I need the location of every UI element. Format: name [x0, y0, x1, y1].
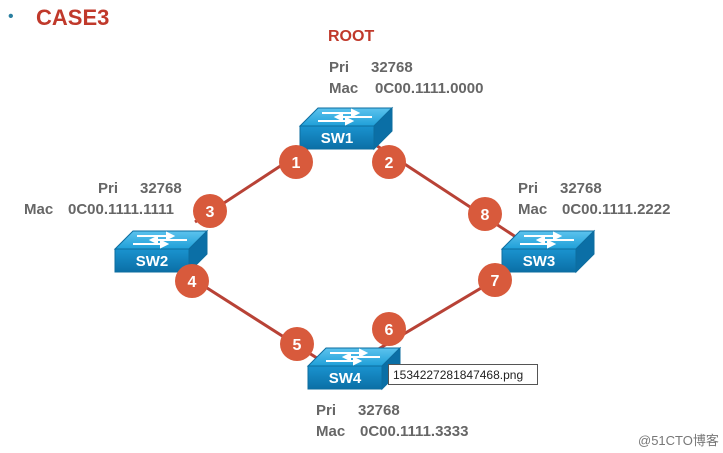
sw4-pri-key: Pri: [316, 402, 337, 419]
sw3-mac-value: 0C00.1111.2222: [562, 201, 671, 218]
sw1-info: Pri 32768 Mac 0C00.1111.0000: [329, 57, 483, 99]
sw4-pri-value: 32768: [358, 402, 400, 419]
port-3-label: 3: [206, 204, 215, 221]
bullet-icon: •: [8, 8, 14, 25]
port-1-marker: 1: [279, 145, 313, 179]
sw1-pri-key: Pri: [329, 59, 350, 76]
sw4-label: SW4: [329, 370, 362, 387]
port-4-label: 4: [188, 274, 197, 291]
sw3-mac-key: Mac: [518, 201, 548, 218]
port-8-label: 8: [481, 207, 490, 224]
switch-sw4-icon[interactable]: SW4: [306, 346, 402, 391]
slide-title: CASE3: [36, 5, 110, 30]
port-4-marker: 4: [175, 264, 209, 298]
sw4-mac-value: 0C00.1111.3333: [360, 423, 469, 440]
port-6-label: 6: [385, 322, 394, 339]
sw2-pri-value: 32768: [140, 180, 182, 197]
sw2-info: Pri 32768 Mac 0C00.1111.1111: [24, 178, 182, 220]
sw1-mac-value: 0C00.1111.0000: [375, 80, 484, 97]
port-7-marker: 7: [478, 263, 512, 297]
sw4-info: Pri 32768 Mac 0C00.1111.3333: [316, 400, 468, 442]
port-1-label: 1: [292, 155, 301, 172]
sw1-label: SW1: [321, 130, 354, 147]
root-label: ROOT: [328, 28, 375, 45]
watermark: @51CTO博客: [638, 433, 719, 448]
sw3-label: SW3: [523, 253, 556, 270]
sw2-mac-value: 0C00.1111.1111: [68, 201, 174, 218]
port-3-marker: 3: [193, 194, 227, 228]
sw3-info: Pri 32768 Mac 0C00.1111.2222: [518, 178, 670, 220]
sw2-label: SW2: [136, 253, 169, 270]
switch-sw1-icon[interactable]: SW1: [298, 106, 394, 151]
switch-sw2-icon[interactable]: SW2: [113, 229, 209, 274]
port-2-label: 2: [385, 155, 394, 172]
sw2-mac-key: Mac: [24, 201, 54, 218]
port-6-marker: 6: [372, 312, 406, 346]
sw3-pri-key: Pri: [518, 180, 539, 197]
port-2-marker: 2: [372, 145, 406, 179]
sw2-pri-key: Pri: [98, 180, 119, 197]
sw3-pri-value: 32768: [560, 180, 602, 197]
sw1-pri-value: 32768: [371, 59, 413, 76]
port-5-label: 5: [293, 337, 302, 354]
port-8-marker: 8: [468, 197, 502, 231]
port-7-label: 7: [491, 273, 500, 290]
switch-sw3-icon[interactable]: SW3: [500, 229, 596, 274]
sw1-mac-key: Mac: [329, 80, 359, 97]
sw4-mac-key: Mac: [316, 423, 346, 440]
image-filename-tooltip: 1534227281847468.png: [388, 364, 538, 385]
port-5-marker: 5: [280, 327, 314, 361]
